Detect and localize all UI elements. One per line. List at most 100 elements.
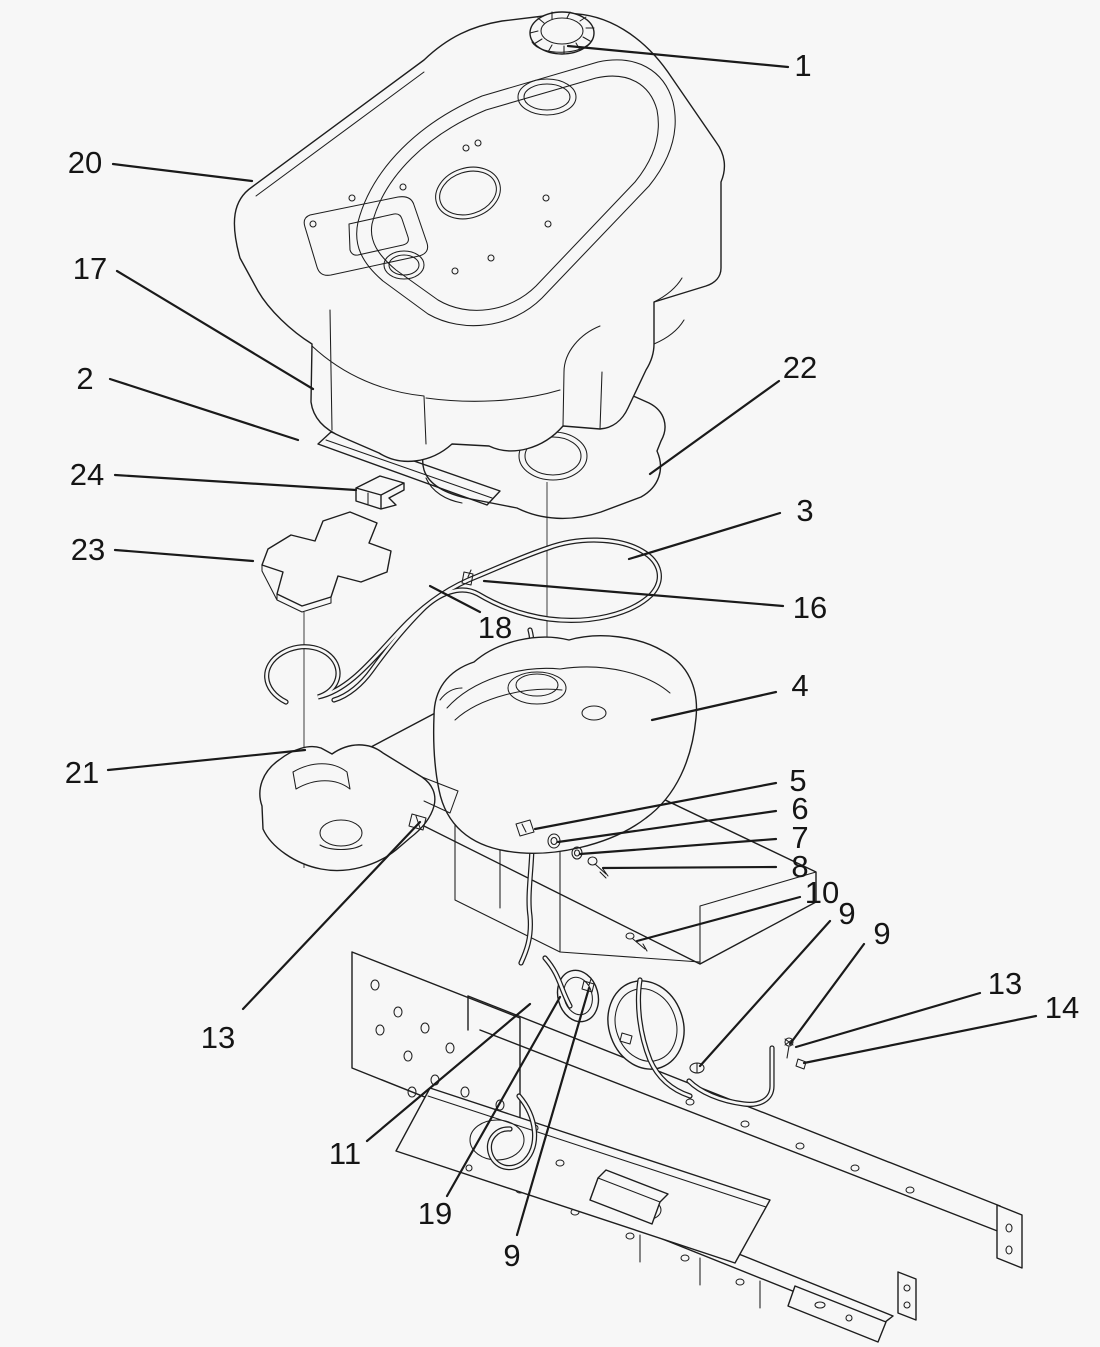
callout-14: 14 [1045, 990, 1079, 1025]
cross-pad-thickness [261, 564, 332, 613]
leader-line-24 [113, 473, 358, 492]
trim-strip [317, 431, 501, 506]
callout-10: 10 [805, 875, 839, 910]
leader-line-9b [788, 942, 866, 1046]
platform-details [427, 1095, 767, 1221]
harness-tube-inner [265, 538, 661, 704]
leader-line-9c [515, 986, 591, 1237]
callout-13-right: 13 [988, 966, 1022, 1001]
cross-pad [261, 511, 392, 613]
fuel-valve-clamp [515, 819, 535, 837]
leader-line-19 [445, 995, 562, 1198]
callout-9b: 9 [873, 916, 890, 951]
spacer-bracket [355, 475, 405, 510]
frame-platform [395, 1087, 771, 1264]
hitch-plate-holes [814, 1301, 853, 1322]
fuel-cap [529, 11, 595, 55]
callouts: 1 20 17 2 24 23 22 3 16 18 4 21 5 6 7 8 … [65, 44, 1079, 1273]
frame-fasteners [581, 932, 807, 1074]
callout-21: 21 [65, 755, 99, 790]
hood-recess-inner [370, 75, 659, 311]
grommet-ring-large [607, 980, 685, 1070]
frame-end-bracket [897, 1271, 917, 1321]
leader-line-16 [482, 579, 785, 608]
callout-17: 17 [73, 251, 107, 286]
frame-hitch-plate [787, 1285, 887, 1343]
leader-line-21 [106, 748, 307, 772]
callout-3: 3 [796, 493, 813, 528]
leader-line-5 [533, 781, 778, 831]
line-clamp [408, 813, 427, 831]
callout-19: 19 [418, 1196, 452, 1231]
leader-line-3 [627, 511, 782, 561]
hose-grommet [689, 1062, 705, 1074]
fuel-line-inner [687, 1046, 774, 1106]
hose-b-inner [637, 978, 692, 1098]
column-grommets [556, 969, 685, 1070]
fuel-tank [432, 635, 698, 854]
callout-9a: 9 [838, 896, 855, 931]
hood-crease-lines [255, 71, 685, 445]
leader-line-11 [365, 1002, 532, 1143]
tank-top-face [439, 666, 671, 721]
leader-line-2 [108, 377, 300, 442]
leader-line-22 [648, 379, 781, 476]
callout-4: 4 [791, 668, 808, 703]
callout-16: 16 [793, 590, 827, 625]
leader-line-9a [698, 919, 832, 1068]
frame-hoses [542, 955, 775, 1107]
spacer-faces [355, 475, 405, 510]
hood-screw-holes [309, 139, 552, 275]
chassis-frame [351, 932, 1023, 1343]
leader-line-7 [578, 837, 778, 856]
leader-line-13-left [241, 820, 422, 1011]
self-tap-screw [625, 932, 648, 952]
gasket-hole [425, 426, 588, 504]
hood-assembly [233, 11, 726, 463]
trim-parts [261, 388, 666, 613]
bracket-details [292, 763, 459, 851]
steering-hook-inner [488, 1094, 536, 1169]
end-bracket-holes [903, 1284, 911, 1309]
foot-block-edges [589, 1177, 661, 1203]
leader-line-17 [115, 269, 315, 391]
tank-body [432, 635, 698, 854]
leader-line-20 [111, 162, 254, 183]
callout-18: 18 [478, 610, 512, 645]
leader-line-18 [428, 584, 482, 614]
tank-filler-neck [507, 671, 607, 721]
hose-clip [795, 1058, 807, 1070]
fuel-filler-hole [517, 78, 577, 116]
leader-line-8 [601, 865, 778, 870]
hose-clamp-upper [581, 978, 595, 993]
cross-pad-face [261, 511, 392, 607]
leader-line-4 [650, 690, 778, 722]
callout-20: 20 [68, 145, 102, 180]
steering-hole-rings [435, 166, 501, 220]
harness-clip [461, 569, 474, 586]
hood-shell [233, 12, 726, 463]
callout-5: 5 [789, 763, 806, 798]
frame-web-lines [639, 1234, 761, 1309]
hose-bolt [784, 1037, 794, 1059]
harness-loop [264, 537, 662, 705]
callout-8: 8 [791, 849, 808, 884]
callout-1: 1 [794, 48, 811, 83]
callout-22: 22 [783, 350, 817, 385]
callout-9c: 9 [503, 1238, 520, 1273]
leader-line-6 [556, 809, 778, 844]
gauge-hole [383, 250, 425, 280]
bracket-body [259, 744, 436, 872]
callout-2: 2 [76, 361, 93, 396]
support-bracket [259, 744, 459, 872]
callout-13-left: 13 [201, 1020, 235, 1055]
callout-6: 6 [791, 791, 808, 826]
leader-line-1 [566, 44, 790, 69]
hose-clamp-mid [619, 1032, 633, 1045]
mounting-screw [587, 856, 609, 879]
small-fasteners [408, 813, 609, 879]
end-plate-holes [1005, 1223, 1013, 1255]
callout-23: 23 [71, 532, 105, 567]
